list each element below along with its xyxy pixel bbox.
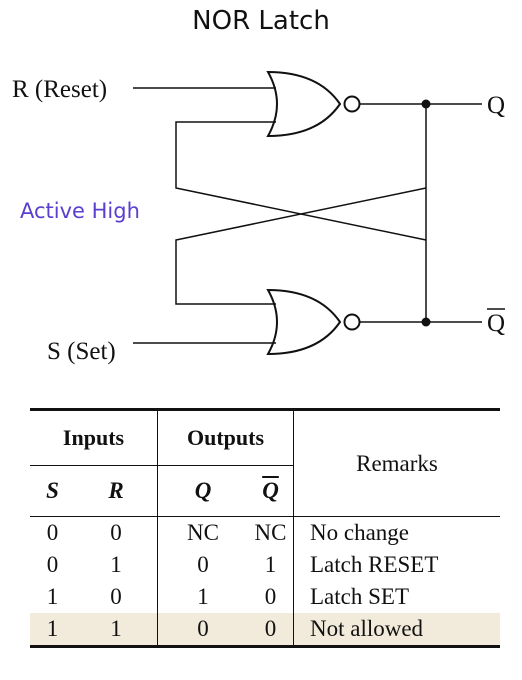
cell-remark: No change (293, 516, 500, 549)
q-to-bottom-feedback (175, 187, 427, 305)
qbar-to-top-feedback (175, 121, 427, 241)
top-inversion-bubble (343, 95, 361, 113)
qbar-junction-dot (421, 317, 431, 327)
bottom-nor-gate (266, 288, 342, 356)
cell-s: 1 (30, 613, 75, 647)
diagram-title: NOR Latch (192, 6, 330, 36)
active-high-label: Active High (20, 199, 140, 223)
outputs-header: Outputs (157, 409, 294, 466)
col-qbar-header: Q (248, 465, 294, 517)
col-r-header: R (75, 465, 158, 517)
col-q-header: Q (157, 465, 248, 517)
cell-q: NC (157, 516, 248, 549)
cell-qbar: 0 (248, 581, 294, 613)
s-input-label: S (Set) (47, 338, 116, 365)
q-junction-dot (421, 99, 431, 109)
cell-r: 0 (75, 581, 158, 613)
table-row: 0 1 0 1 Latch RESET (30, 549, 500, 581)
cell-remark: Latch RESET (310, 552, 439, 577)
col-s-header: S (30, 465, 75, 517)
table-row: 0 0 NC NC No change (30, 516, 500, 549)
remarks-header: Remarks (356, 450, 438, 476)
table-row: 1 0 1 0 Latch SET (30, 581, 500, 613)
cell-s: 0 (46, 552, 59, 577)
cell-q: 0 (197, 552, 209, 577)
truth-table-container: Inputs Outputs Remarks S R Q Q 0 0 NC NC… (30, 408, 500, 648)
cell-q: 0 (157, 613, 248, 647)
cell-qbar: 1 (248, 549, 294, 581)
cell-remark: Not allowed (293, 613, 500, 647)
cell-s: 1 (46, 584, 59, 609)
cell-q: 1 (197, 584, 209, 609)
cell-r: 0 (75, 516, 158, 549)
nor-latch-circuit: R (Reset) S (Set) Q Q (12, 70, 505, 365)
cell-remark: Latch SET (310, 584, 409, 609)
cell-s: 0 (30, 516, 75, 549)
bottom-inversion-bubble (343, 313, 361, 331)
r-input-label: R (Reset) (12, 76, 107, 103)
cell-r: 1 (75, 549, 158, 581)
cell-r: 1 (75, 613, 158, 647)
qbar-output-label: Q (487, 310, 505, 337)
inputs-header: Inputs (30, 409, 158, 466)
q-output-label: Q (487, 92, 505, 119)
cell-qbar: NC (248, 516, 294, 549)
cell-qbar: 0 (248, 613, 294, 647)
top-nor-gate (266, 70, 342, 138)
table-row-highlighted: 1 1 0 0 Not allowed (30, 613, 500, 647)
truth-table: Inputs Outputs Remarks S R Q Q 0 0 NC NC… (30, 408, 500, 648)
